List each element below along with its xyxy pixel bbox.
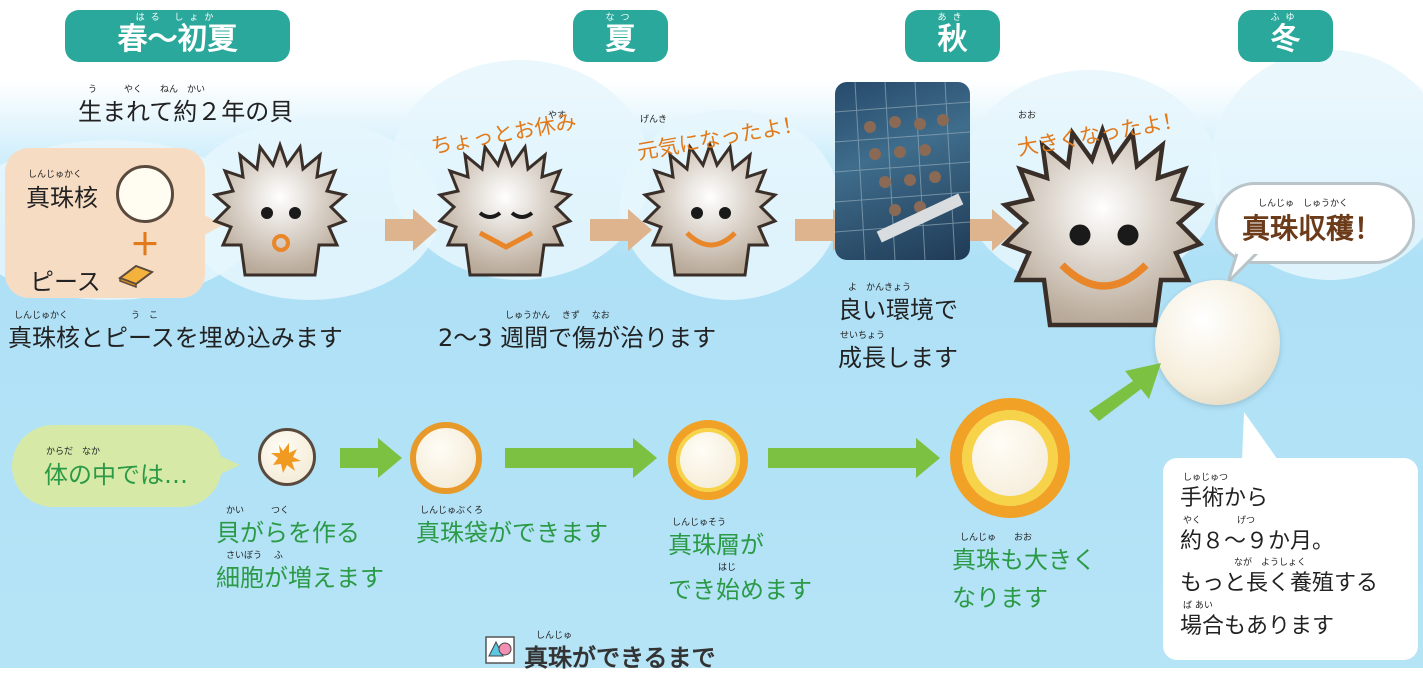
stage-layer-pearl xyxy=(668,420,748,500)
step1-line2: 細胞が増えます xyxy=(216,564,384,592)
duration-note-box xyxy=(1163,458,1418,660)
caption1-ruby: しんじゅかく う こ xyxy=(14,311,159,321)
caption3-line1: 良い環境で xyxy=(838,296,958,324)
harvested-pearl xyxy=(1155,280,1280,405)
arrow-step-2 xyxy=(590,209,652,251)
note-ruby-1: しゅじゅつ xyxy=(1183,473,1229,483)
season-tab-spring: はる しょか 春〜初夏 xyxy=(65,10,290,62)
note-line-2: 約８〜９か月。 xyxy=(1180,529,1335,554)
big-ruby: おお xyxy=(1018,111,1037,121)
inside-body-bubble xyxy=(12,425,222,507)
season-tab-autumn: あき 秋 xyxy=(905,10,1000,62)
stage-sac-pearl xyxy=(410,422,482,494)
note-line-1: 手術から xyxy=(1180,486,1269,511)
nucleus-circle xyxy=(116,165,174,223)
plus-sign: ＋ xyxy=(130,228,160,263)
rest-ruby: やす xyxy=(548,111,567,121)
arrow-step-3 xyxy=(795,209,857,251)
nucleus-balloon xyxy=(5,148,205,298)
shell-age-text: 生まれて約２年の貝 xyxy=(78,98,294,126)
genki-ruby: げんき xyxy=(640,115,668,125)
caption2-text: 2〜3 週間で傷が治ります xyxy=(438,324,717,352)
caption3-line2: 成長します xyxy=(838,344,958,372)
note-line-3: もっと長く養殖する xyxy=(1180,571,1379,596)
note-box-tail xyxy=(1242,412,1278,460)
diagram-icon xyxy=(485,636,515,664)
step4-ruby: しんじゅ おお xyxy=(960,533,1033,543)
oyster-character-grown xyxy=(1000,123,1205,328)
harvest-balloon-tail xyxy=(1228,250,1262,284)
harvest-ruby: しんじゅ しゅうかく xyxy=(1258,199,1349,209)
oyster-character-surprised xyxy=(211,140,349,277)
step3-line1: 真珠層が xyxy=(668,531,764,559)
note-ruby-2: やく げつ xyxy=(1183,516,1256,526)
stage-cells-pearl xyxy=(258,428,316,486)
caption3-ruby-2: せいちょう xyxy=(840,331,886,341)
caption1-text: 真珠核とピースを埋め込みます xyxy=(8,324,343,352)
step2-ruby: しんじゅぶくろ xyxy=(420,506,484,516)
step2-text: 真珠袋ができます xyxy=(416,519,608,547)
arrow-to-pearl xyxy=(1089,363,1161,421)
cultivation-net-photo xyxy=(835,82,970,260)
inside-bubble-tail xyxy=(216,454,240,476)
step3-ruby-1: しんじゅそう xyxy=(672,518,727,528)
spark-icon xyxy=(271,443,301,473)
inside-text: 体の中では… xyxy=(44,461,188,489)
step1-ruby-1: かい つく xyxy=(226,506,290,516)
step4-line1: 真珠も大きく xyxy=(952,546,1096,574)
step1-line1: 貝がらを作る xyxy=(216,519,360,547)
nucleus-label: 真珠核 xyxy=(26,184,98,212)
step1-ruby-2: さいぼう ふ xyxy=(226,551,283,561)
harvest-text: 真珠収穫！ xyxy=(1242,212,1383,245)
footer-title: 真珠ができるまで xyxy=(524,644,716,672)
season-tab-winter: ふゆ 冬 xyxy=(1238,10,1333,62)
oyster-character-resting xyxy=(436,140,574,277)
inside-ruby: からだ なか xyxy=(46,447,101,457)
shell-age-ruby: う やく ねん かい xyxy=(88,85,206,95)
step4-line2: なります xyxy=(952,584,1048,612)
stage-grown-pearl xyxy=(950,398,1070,518)
arrow-stage-3 xyxy=(768,438,940,478)
arrow-step-1 xyxy=(385,209,437,251)
arrow-step-4 xyxy=(968,209,1016,251)
arrow-stage-2 xyxy=(505,438,657,478)
oyster-character-happy xyxy=(641,140,779,277)
season-tab-summer: なつ 夏 xyxy=(573,10,668,62)
note-line-4: 場合もあります xyxy=(1180,614,1335,639)
piece-icon xyxy=(117,264,155,288)
arrow-stage-1 xyxy=(340,438,402,478)
nucleus-ruby: しんじゅかく xyxy=(28,170,83,180)
caption2-ruby: しゅうかん きず なお xyxy=(505,311,610,321)
piece-label: ピース xyxy=(30,268,101,296)
harvest-balloon xyxy=(1215,182,1415,264)
caption3-ruby-1: よ かんきょう xyxy=(848,283,912,293)
note-ruby-3: なが ようしょく xyxy=(1234,558,1307,568)
note-ruby-4: ば あい xyxy=(1183,601,1213,611)
footer-ruby: しんじゅ xyxy=(536,631,573,641)
step3-line2: でき始めます xyxy=(668,576,812,604)
balloon-tail xyxy=(195,210,223,240)
step3-ruby-2: はじ xyxy=(718,563,737,573)
